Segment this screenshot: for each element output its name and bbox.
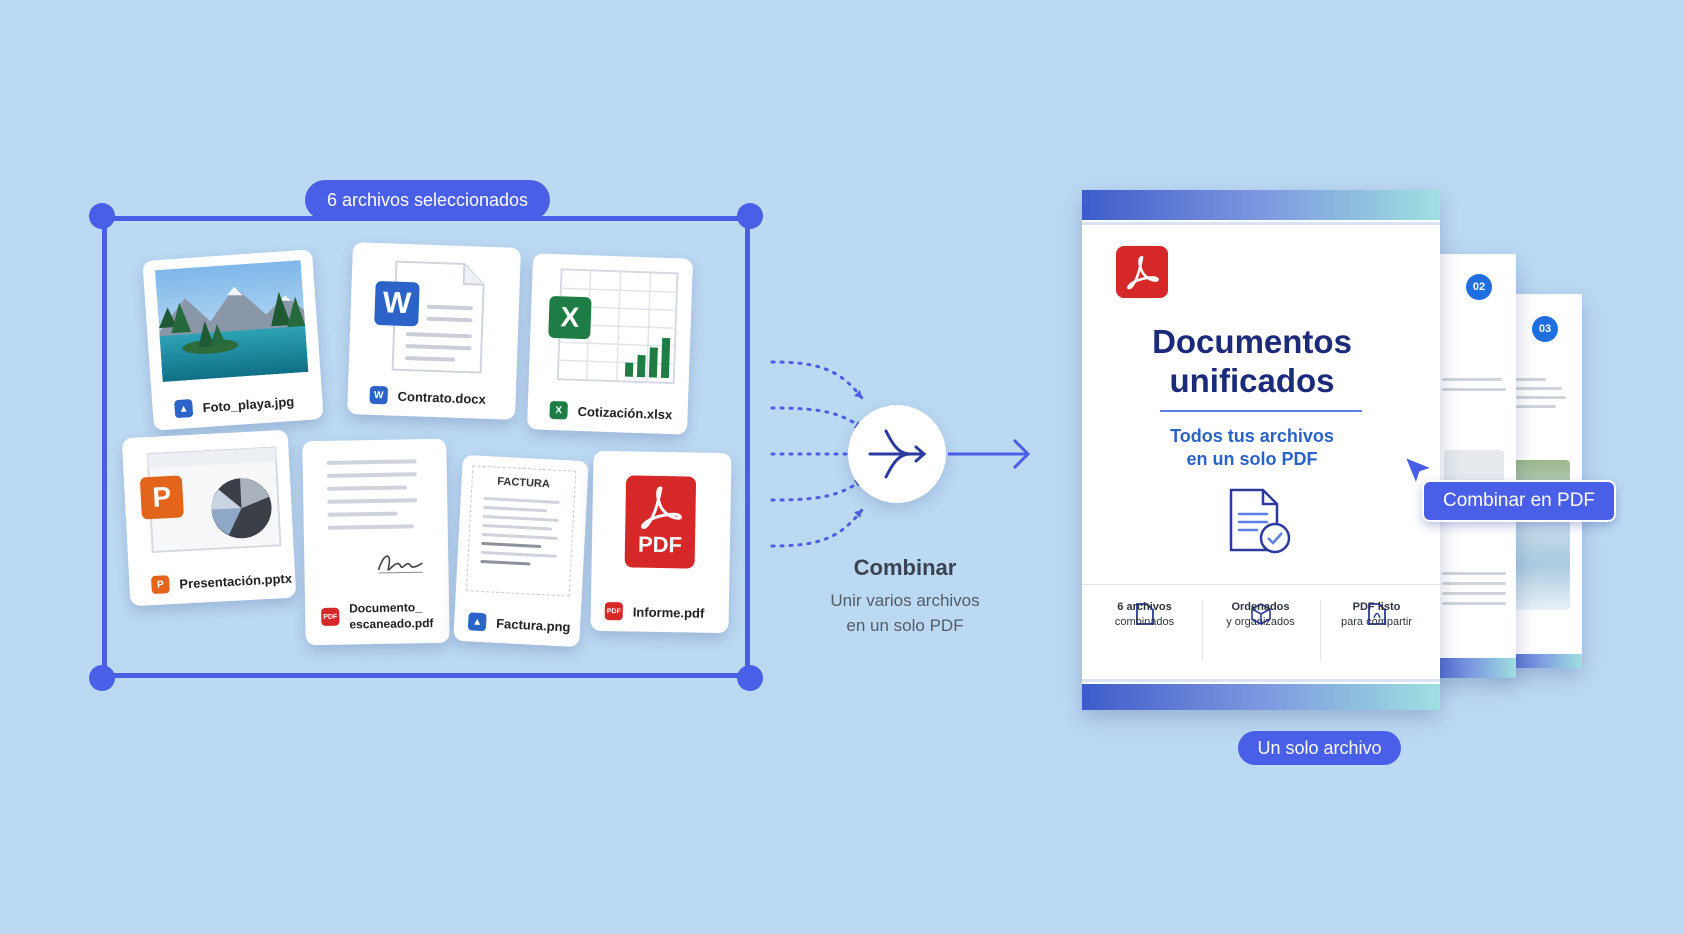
document-title: Documentos unificados bbox=[1082, 322, 1422, 400]
pdf-file-icon: PDF bbox=[321, 607, 340, 626]
document-title-line-1: Documentos bbox=[1152, 323, 1352, 360]
combine-description-line-2: en un solo PDF bbox=[846, 616, 964, 635]
title-divider bbox=[1160, 410, 1362, 412]
word-file-icon: W bbox=[369, 385, 389, 405]
file-name: Informe.pdf bbox=[632, 604, 705, 621]
acrobat-app-icon bbox=[1116, 246, 1168, 298]
file-icon bbox=[1136, 603, 1154, 625]
resize-handle-top-right[interactable] bbox=[737, 203, 763, 229]
page-number-badge: 02 bbox=[1466, 274, 1492, 300]
pdf-app-icon: PDF bbox=[624, 475, 697, 569]
signature-icon bbox=[377, 555, 423, 574]
file-card-word[interactable]: W W Contrato.docx bbox=[347, 242, 521, 420]
receipt-preview: FACTURA bbox=[465, 465, 577, 597]
word-app-icon: W bbox=[374, 280, 420, 327]
pdf-icon-label: PDF bbox=[637, 531, 683, 558]
combine-description: Unir varios archivos en un solo PDF bbox=[790, 588, 1020, 638]
file-card-photo[interactable]: ▲ Foto_playa.jpg bbox=[142, 249, 324, 431]
pdf-share-icon bbox=[1368, 603, 1386, 625]
document-text-lines bbox=[326, 459, 422, 539]
footer-gradient-bar bbox=[1082, 684, 1440, 710]
resize-handle-bottom-right[interactable] bbox=[737, 665, 763, 691]
file-card-powerpoint[interactable]: P P Presentación.pptx bbox=[121, 429, 297, 607]
file-name: Contrato.docx bbox=[397, 388, 487, 407]
file-name-line-2: escaneado.pdf bbox=[349, 616, 434, 632]
box-icon bbox=[1251, 603, 1271, 625]
file-name: Presentación.pptx bbox=[179, 570, 293, 592]
stat-ordered: Ordenados y organizados bbox=[1226, 601, 1295, 628]
document-title-line-2: unificados bbox=[1169, 362, 1335, 399]
acrobat-logo-icon bbox=[641, 486, 683, 529]
image-file-icon: ▲ bbox=[467, 612, 487, 632]
file-card-invoice[interactable]: FACTURA ▲ Factura.png bbox=[453, 454, 589, 648]
document-subtitle-line-1: Todos tus archivos bbox=[1170, 426, 1334, 446]
excel-file-icon: X bbox=[549, 400, 568, 420]
page-number-badge: 03 bbox=[1532, 316, 1558, 342]
stat-ready-to-share: PDF listo para compartir bbox=[1341, 601, 1412, 628]
document-subtitle-line-2: en un solo PDF bbox=[1186, 449, 1318, 469]
excel-app-icon: X bbox=[548, 295, 592, 340]
powerpoint-file-icon: P bbox=[150, 575, 170, 595]
resize-handle-bottom-left[interactable] bbox=[89, 665, 115, 691]
invoice-heading: FACTURA bbox=[497, 475, 551, 491]
file-name: Foto_playa.jpg bbox=[202, 393, 295, 415]
combine-description-line-1: Unir varios archivos bbox=[830, 591, 980, 610]
pdf-cover-page bbox=[1082, 190, 1440, 710]
merge-circle bbox=[848, 405, 946, 503]
landscape-photo bbox=[154, 260, 309, 383]
file-name: Cotización.xlsx bbox=[577, 403, 673, 422]
document-subtitle: Todos tus archivos en un solo PDF bbox=[1082, 425, 1422, 471]
file-card-scanned-document[interactable]: PDF Documento_ escaneado.pdf bbox=[302, 438, 450, 646]
stat-files-combined: 6 archivos combinados bbox=[1114, 601, 1175, 628]
powerpoint-app-icon: P bbox=[139, 475, 184, 520]
selection-count-badge: 6 archivos seleccionados bbox=[305, 180, 550, 220]
single-file-badge: Un solo archivo bbox=[1238, 731, 1401, 765]
pdf-page-2: 02 bbox=[1426, 254, 1516, 678]
pdf-file-icon: PDF bbox=[604, 602, 623, 621]
combine-title: Combinar bbox=[853, 555, 957, 580]
image-file-icon: ▲ bbox=[174, 399, 194, 419]
combine-pdf-button[interactable]: Combinar en PDF bbox=[1422, 480, 1616, 522]
file-name: Factura.png bbox=[495, 615, 571, 635]
resize-handle-top-left[interactable] bbox=[89, 203, 115, 229]
file-card-pdf[interactable]: PDF PDF Informe.pdf bbox=[590, 450, 732, 634]
document-check-icon bbox=[1229, 488, 1291, 554]
header-gradient-bar bbox=[1082, 190, 1440, 220]
file-name-line-1: Documento_ bbox=[349, 600, 422, 616]
merge-icon bbox=[868, 429, 927, 479]
acrobat-logo-icon bbox=[1127, 256, 1159, 290]
spreadsheet-grid bbox=[556, 268, 679, 385]
mouse-pointer-icon bbox=[1403, 455, 1435, 487]
file-card-excel[interactable]: X X Cotización.xlsx bbox=[526, 253, 694, 435]
